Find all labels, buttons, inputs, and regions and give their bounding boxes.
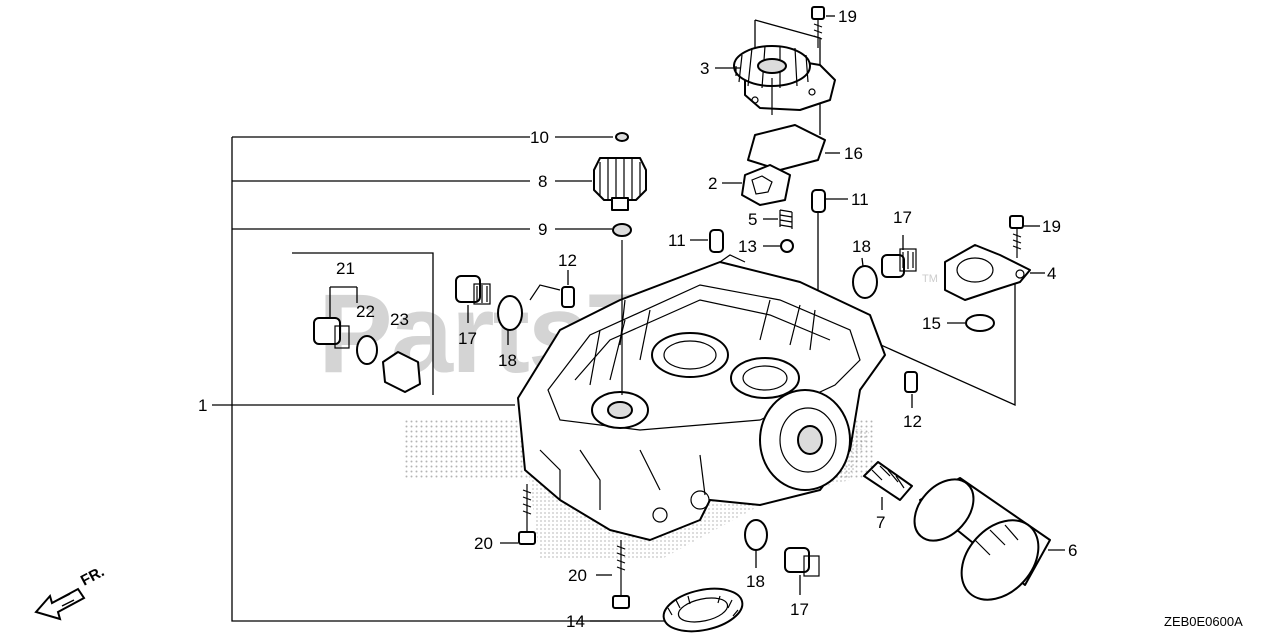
- callout-2: 2: [708, 174, 717, 193]
- drain-washer: [356, 335, 378, 365]
- filter-flange: [944, 244, 1031, 301]
- dowel-pin: [709, 229, 724, 253]
- housing-bolt: [612, 540, 630, 609]
- callout-13: 13: [738, 237, 757, 256]
- drain-plug: [784, 547, 820, 577]
- oil-pump-assembly: [733, 45, 836, 115]
- drain-plug: [455, 275, 491, 305]
- oil-filter: [913, 477, 1051, 601]
- front-direction-arrow: [34, 587, 86, 621]
- filter-o-ring: [965, 314, 995, 332]
- callout-5: 5: [748, 210, 757, 229]
- assembly-bracket: [212, 136, 620, 622]
- governor-gear: [593, 157, 647, 211]
- filter-nipple: [863, 461, 913, 501]
- callout-12-right: 12: [903, 412, 922, 431]
- callout-18-right: 18: [852, 237, 871, 256]
- drain-bolt: [313, 317, 350, 349]
- callout-20-left: 20: [474, 534, 493, 553]
- housing-bolt: [518, 484, 536, 545]
- diagram-code: ZEB0E0600A: [1164, 614, 1243, 629]
- callout-15: 15: [922, 314, 941, 333]
- callout-17-left: 17: [458, 329, 477, 348]
- callout-17-right: 17: [893, 208, 912, 227]
- direction-label: FR.: [78, 563, 107, 589]
- callout-18-left: 18: [498, 351, 517, 370]
- callout-3: 3: [700, 59, 709, 78]
- callout-14: 14: [566, 612, 585, 631]
- sealing-washer: [744, 519, 768, 551]
- relief-ball: [780, 239, 794, 253]
- callout-21: 21: [336, 259, 355, 278]
- callout-19-right: 19: [1042, 217, 1061, 236]
- drain-plug: [881, 248, 917, 278]
- drain-kit-bracket: [292, 252, 434, 395]
- callout-22: 22: [356, 302, 375, 321]
- flange-bolt: [1009, 215, 1024, 258]
- trademark-text: TM: [922, 273, 938, 285]
- callout-16: 16: [844, 144, 863, 163]
- callout-20-bottom: 20: [568, 566, 587, 585]
- relief-spring: [779, 209, 793, 229]
- callout-1: 1: [198, 396, 207, 415]
- pump-gasket: [747, 124, 826, 171]
- callout-17-bottom: 17: [790, 600, 809, 619]
- washer: [612, 223, 632, 237]
- callout-23: 23: [390, 310, 409, 329]
- callout-9: 9: [538, 220, 547, 239]
- oil-seal: [662, 587, 744, 633]
- callout-11-upper: 11: [851, 190, 869, 209]
- callout-10: 10: [530, 128, 549, 147]
- sealing-washer: [852, 265, 878, 299]
- sealing-washer: [497, 295, 523, 331]
- leader-lines: [467, 15, 1065, 622]
- callout-18-bottom: 18: [746, 572, 765, 591]
- o-ring: [615, 132, 629, 142]
- callout-6: 6: [1068, 541, 1077, 560]
- inner-rotor: [741, 164, 791, 206]
- callout-4: 4: [1047, 264, 1056, 283]
- flange-bolt: [811, 6, 825, 48]
- drain-adapter: [382, 351, 421, 393]
- dowel-pin: [904, 371, 918, 393]
- callout-7: 7: [876, 513, 885, 532]
- callout-11-lower: 11: [668, 231, 686, 250]
- callout-8: 8: [538, 172, 547, 191]
- dowel-pin: [811, 189, 826, 213]
- dowel-pin: [561, 286, 575, 308]
- callout-12-left: 12: [558, 251, 577, 270]
- oil-pan-housing: [517, 240, 886, 560]
- callout-19-top: 19: [838, 7, 857, 26]
